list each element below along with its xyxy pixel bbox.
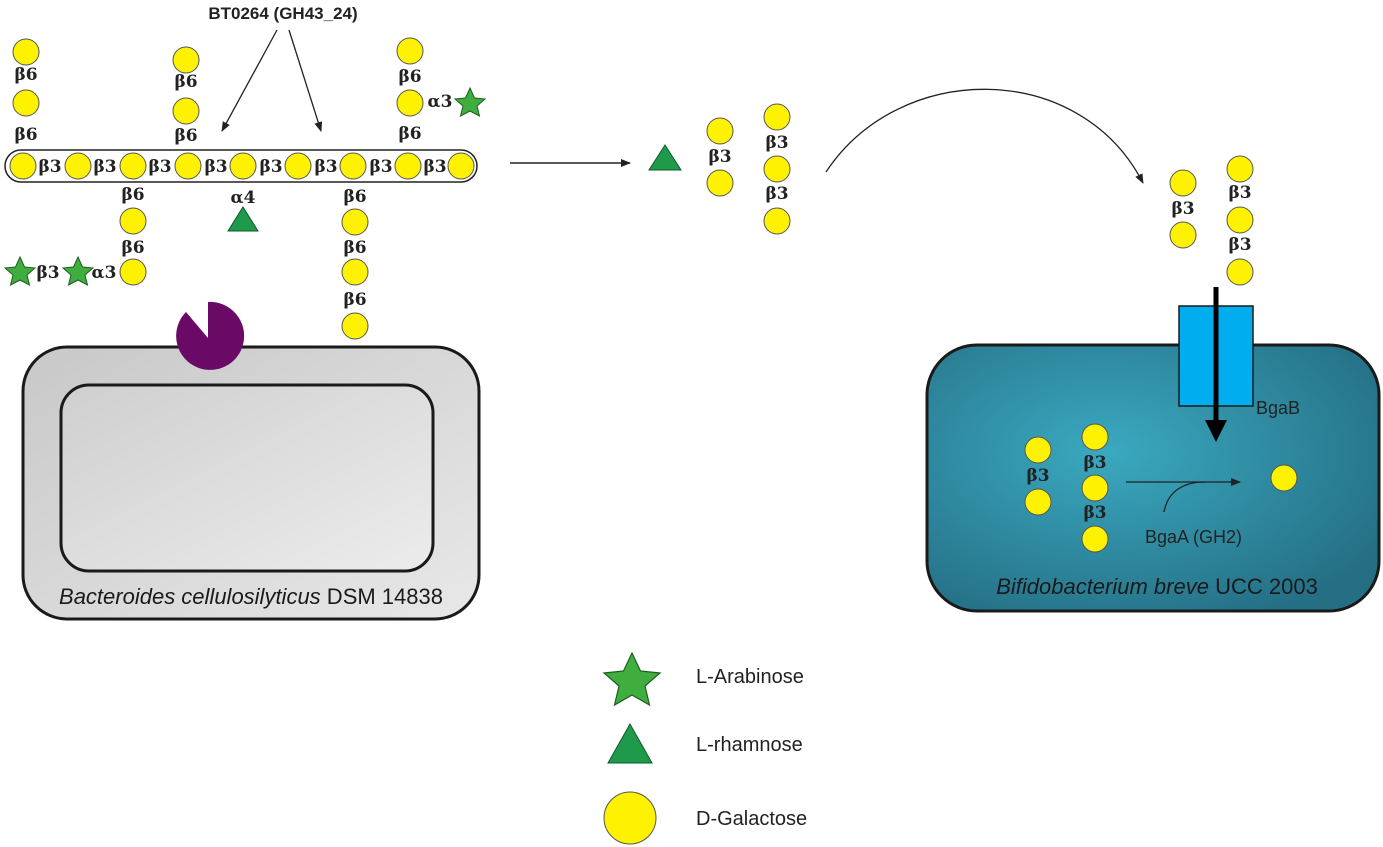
intracellular-disaccharide: β3 (1024, 436, 1052, 516)
enzyme-label: BT0264 (GH43_24) (208, 4, 357, 23)
rhamnose-triangle (227, 206, 259, 232)
extracellular-disaccharide: β3 (1169, 169, 1197, 249)
lower-branch-2: β6 β6 β6 (341, 187, 369, 340)
arabinose-star (61, 255, 95, 286)
backbone-galactose-units (9, 152, 475, 180)
intracellular-enzyme-label: BgaA (GH2) (1145, 527, 1242, 547)
svg-text:β6: β6 (343, 238, 366, 258)
upper-branch-2: β6 β6 (172, 46, 200, 146)
svg-text:β6: β6 (121, 238, 144, 258)
svg-text:β3: β3 (1228, 183, 1251, 203)
svg-text:β6: β6 (343, 187, 366, 207)
svg-text:β3: β3 (369, 157, 392, 177)
svg-text:β6: β6 (343, 290, 366, 310)
backbone-bond-labels: β3 β3 β3 β3 β3 β3 β3 β3 (38, 157, 446, 177)
svg-text:β3: β3 (1228, 235, 1251, 255)
transporter-label: BgaB (1256, 398, 1300, 418)
legend-triangle-icon (607, 722, 653, 764)
svg-text:β3: β3 (314, 157, 337, 177)
svg-text:α4: α4 (231, 188, 256, 208)
svg-text:β3: β3 (1083, 503, 1106, 523)
rhamnose-triangle (648, 144, 682, 171)
lower-branch-rhamnose: α4 (227, 188, 259, 232)
svg-text:β3: β3 (1083, 453, 1106, 473)
bifidobacterium-cell: Bifidobacterium breve UCC 2003 (925, 343, 1381, 613)
svg-text:β3: β3 (1171, 199, 1194, 219)
svg-text:β3: β3 (765, 133, 788, 153)
legend-star-icon (602, 651, 662, 707)
svg-text:β6: β6 (14, 125, 37, 145)
svg-text:β6: β6 (398, 67, 421, 87)
svg-text:β6: β6 (14, 65, 37, 85)
upper-branch-3: β6 α3 β6 (396, 37, 487, 144)
svg-text:β3: β3 (765, 184, 788, 204)
legend: L-Arabinose L-rhamnose D-Galactose (602, 651, 807, 845)
svg-text:β3: β3 (204, 157, 227, 177)
enzyme-curve (1163, 481, 1206, 513)
bacteroides-cell: Bacteroides cellulosilyticus DSM 14838 (21, 345, 481, 621)
svg-text:β3: β3 (36, 263, 59, 283)
svg-text:β6: β6 (121, 185, 144, 205)
bifidobacterium-label: Bifidobacterium breve UCC 2003 (996, 574, 1318, 599)
svg-text:β6: β6 (398, 124, 421, 144)
crossfeeding-arrow (825, 88, 1144, 184)
legend-label-arabinose: L-Arabinose (696, 666, 804, 688)
svg-text:β6: β6 (174, 126, 197, 146)
released-disaccharide: β3 (706, 117, 734, 197)
svg-text:β3: β3 (1026, 466, 1049, 486)
bacteroides-label: Bacteroides cellulosilyticus DSM 14838 (59, 584, 443, 609)
legend-label-rhamnose: L-rhamnose (696, 734, 803, 756)
cleavage-arrow (288, 29, 323, 132)
legend-circle-icon (603, 791, 657, 845)
surface-binding-protein-icon (176, 301, 245, 370)
svg-text:β3: β3 (148, 157, 171, 177)
svg-text:β3: β3 (93, 157, 116, 177)
intracellular-trisaccharide: β3 β3 (1081, 423, 1109, 553)
arabinose-star (3, 255, 37, 286)
svg-text:β3: β3 (38, 157, 61, 177)
import-arrowhead (1205, 420, 1227, 442)
svg-text:β3: β3 (423, 157, 446, 177)
svg-text:α3: α3 (428, 92, 453, 112)
legend-label-galactose: D-Galactose (696, 808, 807, 830)
upper-branch-1: β6 β6 (12, 38, 40, 145)
released-trisaccharide: β3 β3 (763, 103, 791, 235)
lower-branch-1: β6 β6 α3 β3 (3, 185, 147, 286)
svg-text:α3: α3 (92, 263, 117, 283)
svg-text:β3: β3 (259, 157, 282, 177)
svg-text:β3: β3 (708, 147, 731, 167)
galactose-product (1270, 464, 1298, 492)
cleavage-arrow (221, 29, 278, 132)
svg-text:β6: β6 (174, 72, 197, 92)
extracellular-trisaccharide: β3 β3 (1226, 155, 1254, 286)
arabinose-star (453, 86, 487, 117)
